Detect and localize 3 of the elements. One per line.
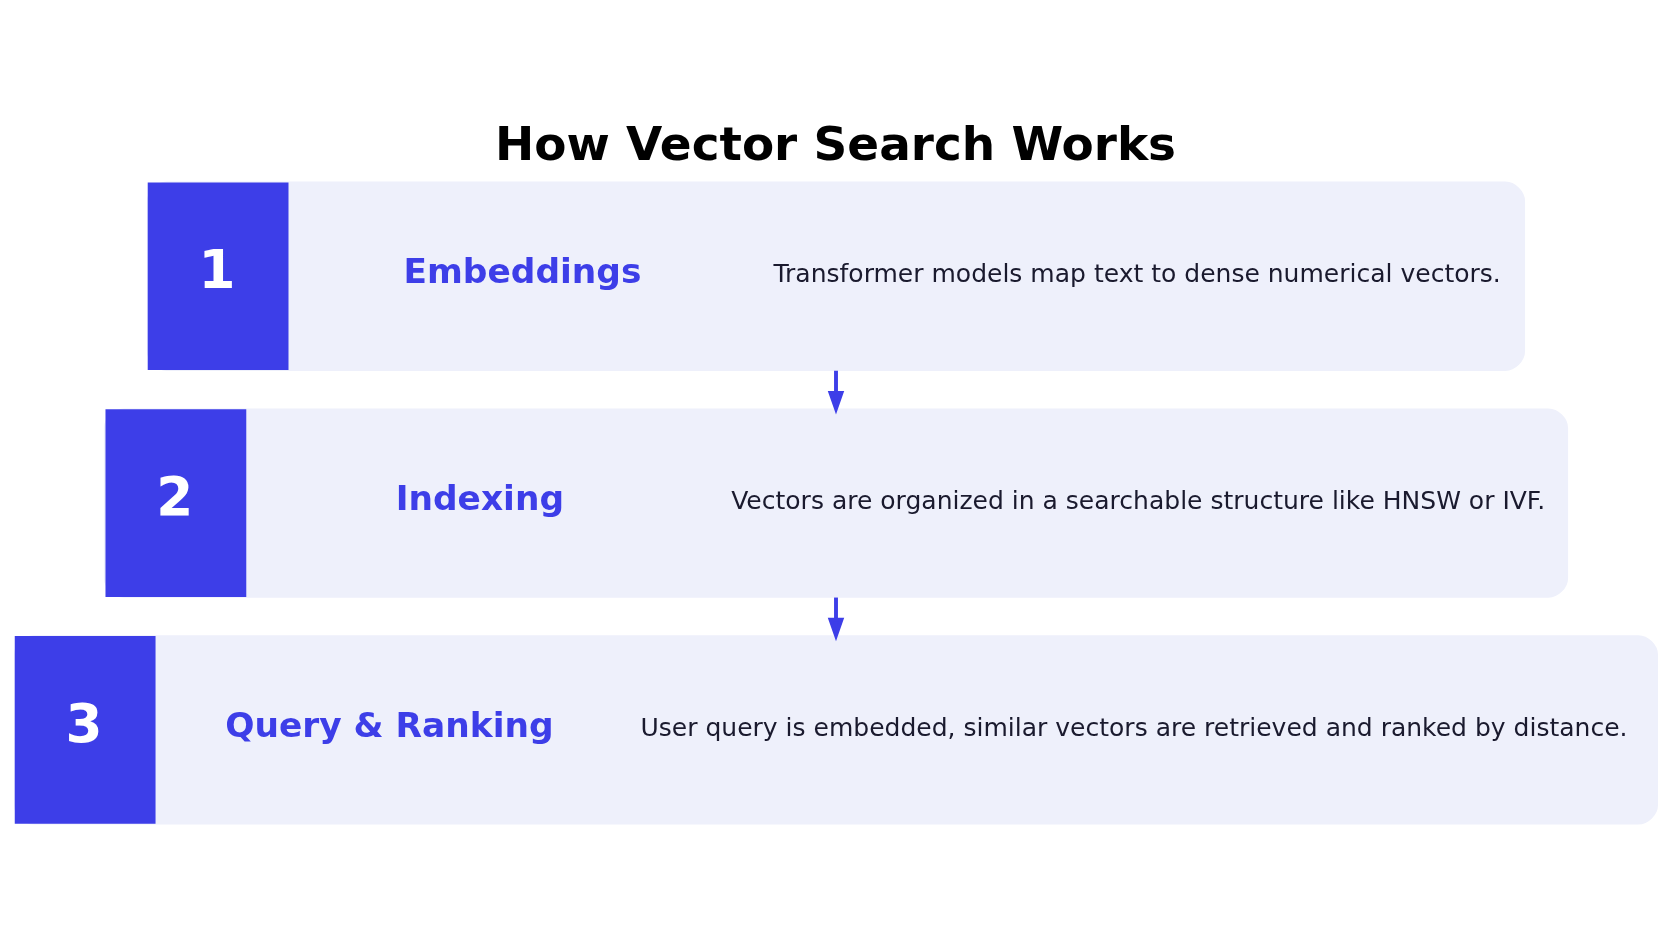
diagram-title: How Vector Search Works [494,115,1177,171]
arrow [827,597,845,641]
arrow [827,370,845,414]
